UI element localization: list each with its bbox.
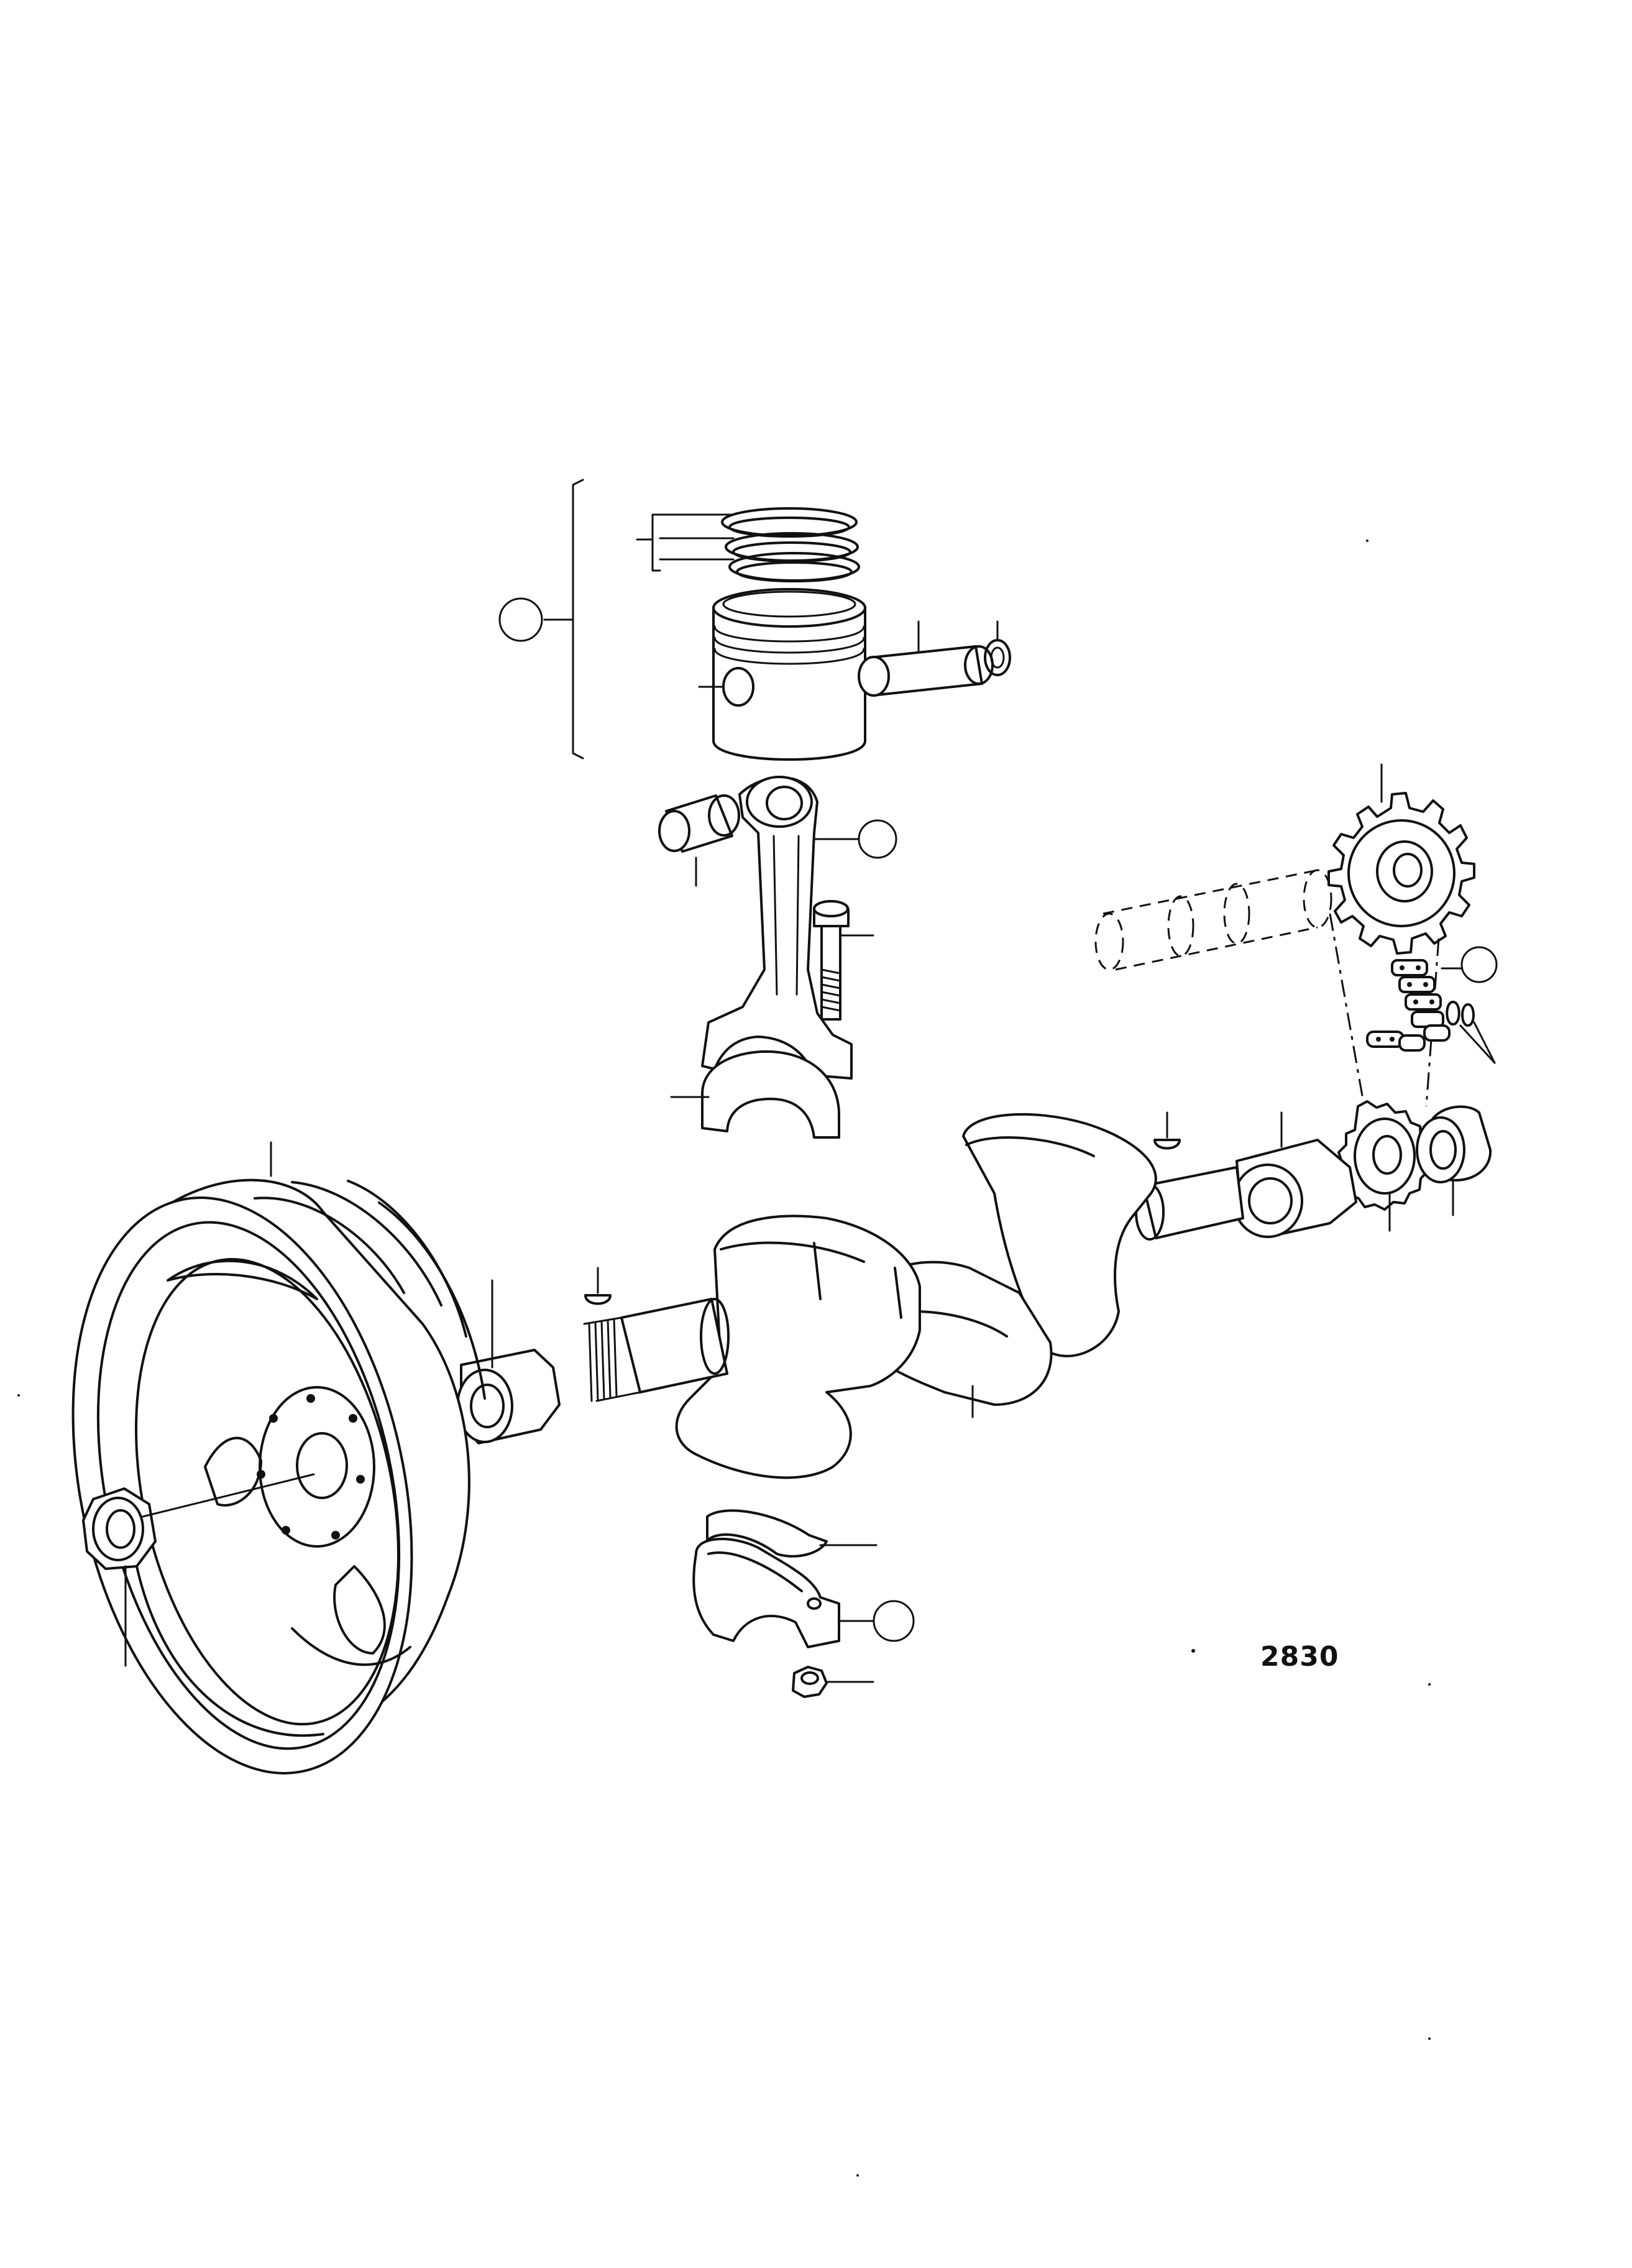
chain-clips: [1446, 1001, 1496, 1064]
piston-pin: [858, 620, 994, 697]
small-end-bushing: [658, 794, 740, 887]
crankshaft: [583, 1113, 1244, 1479]
main-bearing-shell: [706, 1509, 878, 1558]
piston-group-ref-circle: [498, 597, 543, 642]
rear-main-bushing: [456, 1279, 561, 1444]
camshaft-sprocket: [1327, 763, 1475, 955]
main-bearing-cap-ref-circle: [873, 1600, 915, 1642]
piston: [698, 588, 866, 761]
front-oil-seal: [1416, 1105, 1492, 1216]
figure-number-label: 2830: [1260, 1641, 1339, 1673]
pulley-nut: [82, 1473, 315, 1667]
chain-connecting-link: [1366, 1024, 1451, 1052]
connecting-rod: [701, 776, 897, 1080]
piston-pin-circlip: [984, 620, 1011, 676]
crankshaft-pulley: [71, 1141, 486, 1774]
timing-chain-ref-circle: [1460, 946, 1498, 983]
woodruff-key-rear: [584, 1267, 612, 1305]
main-bearing-cap: [692, 1538, 915, 1648]
woodruff-key-front: [1153, 1111, 1181, 1150]
chain-links: [1391, 946, 1498, 1028]
print-specks: [17, 539, 1431, 2177]
crankshaft-sprocket: [1337, 1100, 1429, 1232]
timing-chain: [1329, 913, 1498, 1107]
timing-gear-spacer: [1232, 1111, 1357, 1238]
connecting-rod-ref-circle: [858, 819, 897, 859]
camshaft-dashed: [1094, 869, 1332, 971]
piston-group-bracket: [498, 479, 584, 760]
piston-rings: [636, 507, 860, 582]
big-end-bearing-shells: [670, 1050, 840, 1139]
connecting-rod-bolt: [813, 900, 874, 1021]
main-bearing-nut: [792, 1666, 874, 1698]
